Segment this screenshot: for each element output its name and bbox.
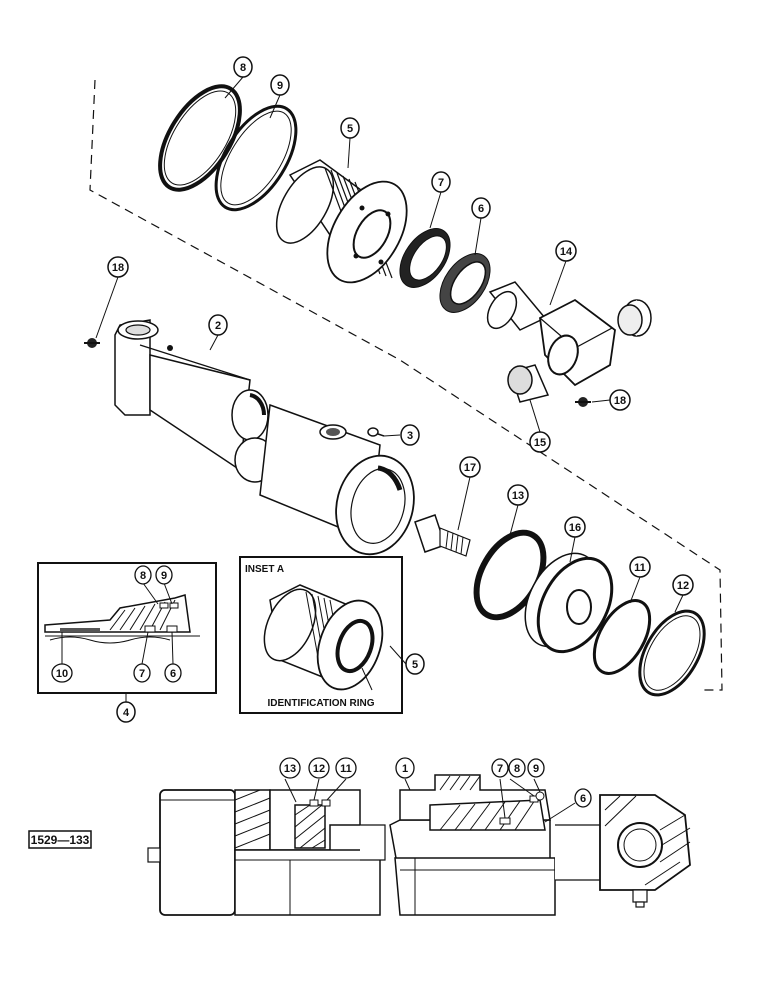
callout-8-inset: 8 [134,565,152,585]
svg-text:4: 4 [123,707,130,719]
callout-6-section: 6 [574,788,592,808]
bolt-17 [414,514,471,557]
callout-15: 15 [529,431,551,453]
leader-lines [61,76,684,823]
svg-text:9: 9 [277,80,283,92]
assembled-section-view [147,774,691,916]
callout-18-right: 18 [609,389,631,411]
part-number-tag: 1529—133 [28,830,92,849]
svg-text:8: 8 [240,62,246,74]
callout-4: 4 [116,701,136,723]
callout-11: 11 [629,556,651,578]
callout-5: 5 [340,117,360,139]
callout-13-section: 13 [279,757,301,779]
callout-7: 7 [431,171,451,193]
exploded-group-outline [89,79,723,691]
piston-16 [524,552,614,654]
rod-seal-6 [439,253,491,313]
svg-text:11: 11 [634,562,646,574]
callout-7-section: 7 [491,758,509,778]
svg-text:7: 7 [139,668,145,680]
svg-text:18: 18 [112,262,124,274]
svg-text:6: 6 [478,203,484,215]
callout-9-inset: 9 [155,565,173,585]
wiper-seal-7 [399,228,451,288]
svg-text:6: 6 [580,793,586,805]
callout-2: 2 [208,314,228,336]
callout-17: 17 [459,456,481,478]
callout-14: 14 [555,240,577,262]
svg-text:17: 17 [464,462,476,474]
svg-text:8: 8 [514,763,520,775]
callout-18-left: 18 [107,256,129,278]
svg-text:9: 9 [533,763,539,775]
svg-text:9: 9 [161,570,167,582]
grease-fitting-18-right [575,397,591,407]
callout-9-section: 9 [527,758,545,778]
cylinder-barrel-2 [114,319,415,556]
callout-12: 12 [672,574,694,596]
callout-13: 13 [507,484,529,506]
backup-ring-9 [214,104,298,212]
callout-7-inset: 7 [133,663,151,683]
callout-11-section: 11 [335,757,357,779]
inset-a-title: INSET A [245,564,284,575]
gland-5 [275,159,408,284]
svg-text:1529—133: 1529—133 [31,833,90,847]
svg-text:1: 1 [402,763,408,775]
callout-3: 3 [400,424,420,446]
callout-6-inset: 6 [164,663,182,683]
o-ring-11 [592,599,652,675]
backup-ring-12 [638,609,706,697]
svg-text:16: 16 [569,522,581,534]
svg-text:15: 15 [534,437,546,449]
svg-text:3: 3 [407,430,413,442]
svg-text:12: 12 [677,580,689,592]
svg-text:2: 2 [215,320,221,332]
svg-text:7: 7 [438,177,444,189]
svg-text:5: 5 [412,659,418,671]
svg-text:14: 14 [560,246,573,258]
set-screw-3 [367,427,385,437]
svg-text:7: 7 [497,763,503,775]
svg-text:13: 13 [512,490,524,502]
identification-ring-caption: IDENTIFICATION RING [267,698,374,709]
callout-10: 10 [51,663,73,683]
bushing-14 [615,299,652,337]
callout-12-section: 12 [308,757,330,779]
grease-fitting-18-left [84,338,100,348]
callout-16: 16 [564,516,586,538]
svg-text:12: 12 [313,763,325,775]
inset-a-box [239,556,403,714]
svg-text:18: 18 [614,395,626,407]
callout-5-inset: 5 [405,653,425,675]
svg-text:13: 13 [284,763,296,775]
svg-text:5: 5 [347,123,353,135]
callout-1: 1 [395,757,415,779]
callout-6: 6 [471,197,491,219]
bushing-15 [507,364,550,403]
callout-8-section: 8 [508,758,526,778]
callout-9: 9 [270,74,290,96]
rod-end-14 [486,281,616,387]
svg-text:8: 8 [140,570,146,582]
svg-text:10: 10 [56,668,68,680]
callout-8: 8 [233,56,253,78]
svg-text:11: 11 [340,763,352,775]
svg-text:6: 6 [170,668,176,680]
